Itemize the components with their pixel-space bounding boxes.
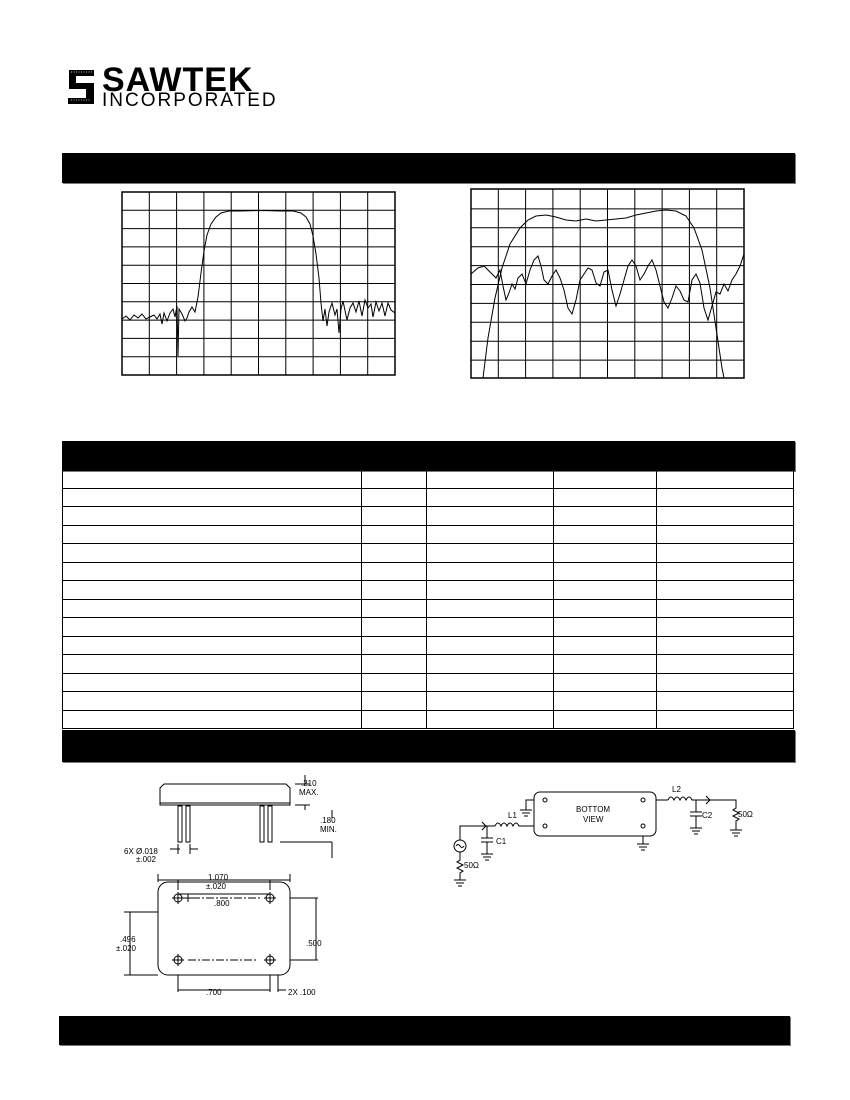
wideband-response-plot [121,191,397,377]
table-row [62,635,794,655]
lead-diameter-value: 6X Ø.018 [124,847,158,856]
load-impedance-label: 50Ω [738,810,753,819]
height-max-label: MAX. [299,788,319,797]
logo-mark-icon [68,70,94,104]
section-header-bar-specifications [62,441,795,471]
table-row [62,709,794,729]
row-spacing-value: .500 [306,939,322,948]
specification-table [62,469,794,729]
width-value: 1.070 [208,873,229,882]
inductor-l1-label: L1 [508,811,517,820]
logo-subtitle: INCORPORATED [102,90,278,111]
depth-tol: ±.020 [116,944,137,953]
width-tol: ±.020 [206,882,227,891]
table-row [62,617,794,637]
capacitor-c2-label: C2 [702,811,713,820]
table-row [62,487,794,507]
table-row [62,691,794,711]
section-header-bar-package [62,730,795,762]
test-circuit-schematic: BOTTOM VIEW L1 L2 C1 C2 50Ω 50Ω [440,780,770,895]
inductor-l2-label: L2 [672,785,681,794]
table-row [62,672,794,692]
pin-span-value: .800 [214,899,230,908]
pin-pitch-value: 2X .100 [288,988,316,997]
section-footer-bar [59,1016,790,1045]
table-row [62,561,794,581]
bottom-span-value: .700 [206,988,222,997]
sawtek-logo: SAWTEK INCORPORATED [66,61,288,111]
height-max-value: .210 [301,779,317,788]
capacitor-c1-label: C1 [496,837,507,846]
section-header-bar-response [62,153,795,183]
package-label-line2: VIEW [583,815,604,824]
lead-length-value: .180 [320,816,336,825]
lead-diameter-tol: ±.002 [136,855,157,864]
table-row [62,654,794,674]
passband-detail-plot [470,188,746,380]
table-row [62,469,794,489]
package-label: BOTTOM [576,805,610,814]
table-row [62,580,794,600]
table-row [62,524,794,544]
table-row [62,598,794,618]
table-row [62,543,794,563]
lead-length-label: MIN. [320,825,337,834]
package-outline-drawing: .210 MAX. .180 MIN. 6X Ø.018 ±.002 1.070… [100,770,360,1010]
depth-value: .496 [120,935,136,944]
logo-wordmark: SAWTEK [102,61,254,99]
table-row [62,506,794,526]
source-impedance-label: 50Ω [464,861,479,870]
